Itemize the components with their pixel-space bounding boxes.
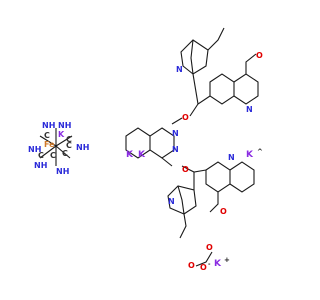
nh-label-6: NH [56, 167, 69, 176]
ethyl-top [207, 27, 225, 51]
bond-lines [39, 27, 259, 267]
formate-charge: - [208, 261, 211, 268]
formate-bonds [195, 251, 213, 267]
potassium-3: K [246, 150, 254, 160]
ethyl-bottom [179, 213, 187, 239]
ferrocyanide-spokes [39, 128, 73, 166]
stereo-link-top-2 [192, 73, 199, 105]
formate-oxygen-2: O [206, 243, 213, 252]
quinoline-bottom-nitrogen: N [228, 153, 235, 162]
molecule-drawing: NH NH NH NH NH NH K Fe C C C C C C K K K… [28, 27, 263, 272]
potassium-2: K [138, 150, 146, 160]
quinoline-top-ring-a [209, 73, 235, 105]
ether-oxygen-top: O [182, 113, 189, 122]
methoxy-oxygen-bottom: O [220, 207, 227, 216]
quinoline-top-ring-b [233, 73, 259, 105]
nh-label-3: NH [28, 145, 41, 154]
structure-canvas: NH NH NH NH NH NH K Fe C C C C C C K K K… [28, 27, 263, 272]
ether-oxygen-bottom: O [182, 165, 189, 174]
phthalazine-nitrogen-1: N [172, 129, 179, 138]
stereo-link-top [189, 95, 211, 117]
methoxy-bottom-bond [209, 192, 219, 213]
c-label-6: C [66, 141, 72, 150]
fe-label: Fe [44, 140, 55, 149]
formate-oxygen-1: O [188, 261, 195, 270]
k-label-small: K [58, 130, 65, 139]
c-label-4: C [50, 151, 56, 160]
methoxy-oxygen-top: O [256, 51, 263, 60]
quinuclidine-bottom-nitrogen: N [168, 197, 175, 206]
potassium-3-mark: ^ [257, 148, 263, 156]
methoxy-top-bond [245, 53, 257, 74]
quinuclidine-bottom-bridge [177, 185, 185, 215]
phthalazine-ring-b [125, 127, 151, 159]
nh-label-4: NH [76, 143, 89, 152]
c-label-1: C [44, 131, 50, 140]
potassium-4: K [214, 259, 222, 269]
potassium-4-charge: + [224, 256, 230, 264]
potassium-1: K [126, 150, 134, 160]
phthalazine-nitrogen-2: N [172, 145, 179, 154]
nh-label-2: NH [58, 121, 71, 130]
phthalazine-ring-a [149, 127, 175, 159]
quinuclidine-top-bridge [190, 39, 194, 75]
quinuclidine-top-ring [180, 39, 209, 75]
formate-oxygen-3: O [200, 263, 207, 272]
quinuclidine-top-nitrogen: N [176, 65, 183, 74]
quinoline-bottom-ring-a [205, 161, 231, 193]
ether-top [171, 117, 183, 125]
ether-bottom [161, 157, 173, 167]
quinoline-bottom-ring-b [229, 161, 255, 193]
nh-label-1: NH [42, 121, 55, 130]
c-label-2: C [66, 135, 72, 144]
c-label-3: C [38, 151, 44, 160]
quinoline-top-nitrogen: N [246, 105, 253, 114]
nh-label-5: NH [34, 161, 47, 170]
c-label-5: C [62, 149, 68, 158]
